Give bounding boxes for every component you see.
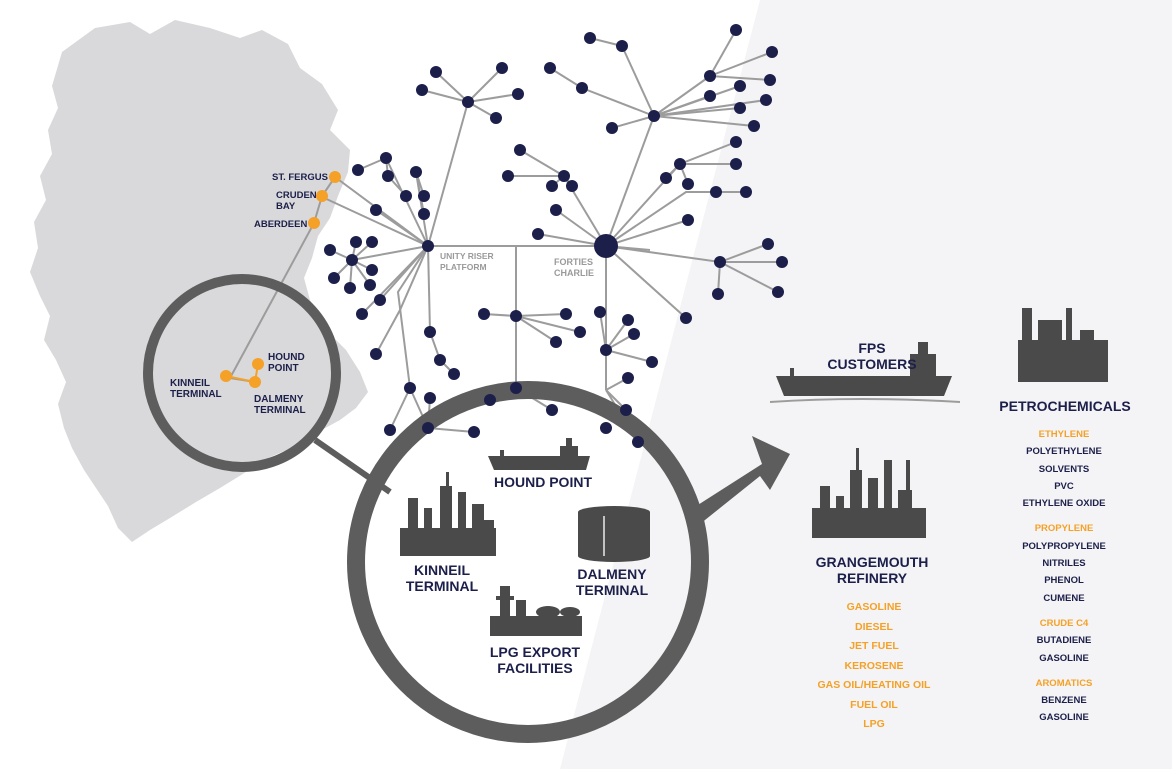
group-spacer	[1004, 512, 1124, 520]
lpg-facility-icon	[490, 586, 582, 636]
dalmeny-terminal-label: DALMENY TERMINAL	[568, 566, 656, 598]
kinneil-label-1: KINNEIL	[414, 562, 470, 578]
platform-nodes	[324, 24, 788, 448]
dalmeny-small-1: DALMENY	[254, 394, 304, 405]
refinery-products-list: GASOLINE DIESEL JET FUEL KEROSENE GAS OI…	[796, 598, 952, 735]
hound-small-2: POINT	[268, 363, 299, 374]
hound-point-node	[252, 358, 264, 370]
terminal-nodes	[220, 171, 341, 388]
grangemouth-label-1: GRANGEMOUTH	[815, 554, 929, 570]
map-labels: ST. FERGUS CRUDEN BAY ABERDEEN UNITY RIS…	[170, 172, 594, 416]
hound-point-label: HOUND POINT	[494, 474, 592, 490]
fps-label-1: FPS	[858, 340, 886, 356]
aberdeen-node	[308, 217, 320, 229]
kinneil-node	[220, 370, 232, 382]
island-shape	[60, 296, 74, 316]
refinery-product: GAS OIL/HEATING OIL	[817, 679, 931, 691]
dalmeny-node	[249, 376, 261, 388]
group-spacer	[1004, 607, 1124, 615]
fps-customers-label: FPS CUSTOMERS	[822, 340, 922, 372]
refinery-product: GASOLINE	[846, 601, 902, 613]
petrochem-item: POLYETHYLENE	[1026, 446, 1102, 458]
dalmeny-small-2: TERMINAL	[254, 405, 306, 416]
forties-label-1: FORTIES	[554, 257, 593, 267]
cruden-bay-node	[316, 190, 328, 202]
petrochem-item: SOLVENTS	[1038, 463, 1090, 475]
petrochemicals-label: PETROCHEMICALS	[999, 398, 1131, 414]
petrochem-item: PVC	[1054, 480, 1074, 492]
refinery-product: KEROSENE	[844, 659, 904, 672]
st-fergus-label: ST. FERGUS	[272, 172, 328, 183]
refinery-product: DIESEL	[855, 620, 893, 633]
refinery-product: JET FUEL	[849, 640, 899, 652]
grangemouth-refinery-icon	[812, 448, 926, 538]
petrochem-item: NITRILES	[1042, 558, 1086, 570]
lpg-export-label: LPG EXPORT FACILITIES	[480, 644, 590, 676]
arrow-icon	[690, 436, 790, 524]
aberdeen-label: ABERDEEN	[254, 219, 307, 230]
petrochem-item: ETHYLENE OXIDE	[1022, 498, 1106, 510]
petrochem-item: GASOLINE	[1039, 712, 1089, 724]
kinneil-terminal-label: KINNEIL TERMINAL	[398, 562, 486, 594]
fps-tanker-icon	[769, 342, 961, 403]
unity-node	[422, 240, 434, 252]
dalmeny-label-2: TERMINAL	[575, 582, 649, 598]
petrochemicals-plant-icon	[1018, 308, 1108, 382]
scotland-map	[30, 20, 368, 542]
unity-label-1: UNITY RISER	[440, 251, 494, 261]
petrochem-group-head: CRUDE C4	[1039, 617, 1089, 629]
kinneil-small-1: KINNEIL	[170, 378, 210, 389]
tanker-icon	[488, 438, 590, 470]
dalmeny-label-1: DALMENY	[577, 566, 647, 582]
petrochem-group-head: PROPYLENE	[1034, 523, 1094, 535]
grangemouth-label-2: REFINERY	[836, 570, 908, 586]
lpg-label-2: FACILITIES	[497, 660, 573, 676]
petrochem-item: BENZENE	[1041, 695, 1087, 707]
bay-label: BAY	[276, 201, 296, 212]
refinery-product: FUEL OIL	[850, 698, 898, 711]
forties-label-2: CHARLIE	[554, 268, 594, 278]
refinery-icon	[400, 472, 496, 556]
petrochem-group-head: AROMATICS	[1035, 677, 1093, 689]
kinneil-small-2: TERMINAL	[170, 389, 222, 400]
st-fergus-node	[329, 171, 341, 183]
petrochem-item: POLYPROPYLENE	[1022, 540, 1106, 552]
storage-tank-icon	[578, 506, 650, 562]
fps-label-2: CUSTOMERS	[827, 356, 917, 372]
unity-label-2: PLATFORM	[440, 262, 487, 272]
petrochem-item: PHENOL	[1044, 575, 1084, 587]
kinneil-label-2: TERMINAL	[405, 578, 479, 594]
hound-small-1: HOUND	[268, 352, 305, 363]
refinery-product: LPG	[863, 718, 885, 730]
petrochem-item: CUMENE	[1043, 592, 1085, 604]
petrochem-item: BUTADIENE	[1036, 635, 1092, 647]
grangemouth-label: GRANGEMOUTH REFINERY	[806, 554, 938, 586]
magnified-area-circle	[143, 274, 341, 472]
group-spacer	[1004, 667, 1124, 675]
petrochem-products-list: ETHYLENE POLYETHYLENE SOLVENTS PVC ETHYL…	[1004, 426, 1124, 727]
petrochem-group-head: ETHYLENE	[1038, 429, 1090, 440]
cruden-label: CRUDEN	[276, 190, 317, 201]
forties-charlie-node	[594, 234, 618, 258]
lpg-label-1: LPG EXPORT	[489, 644, 581, 660]
petrochem-item: GASOLINE	[1039, 652, 1089, 664]
magnifier-lens	[347, 381, 709, 743]
island-shape	[40, 254, 58, 276]
